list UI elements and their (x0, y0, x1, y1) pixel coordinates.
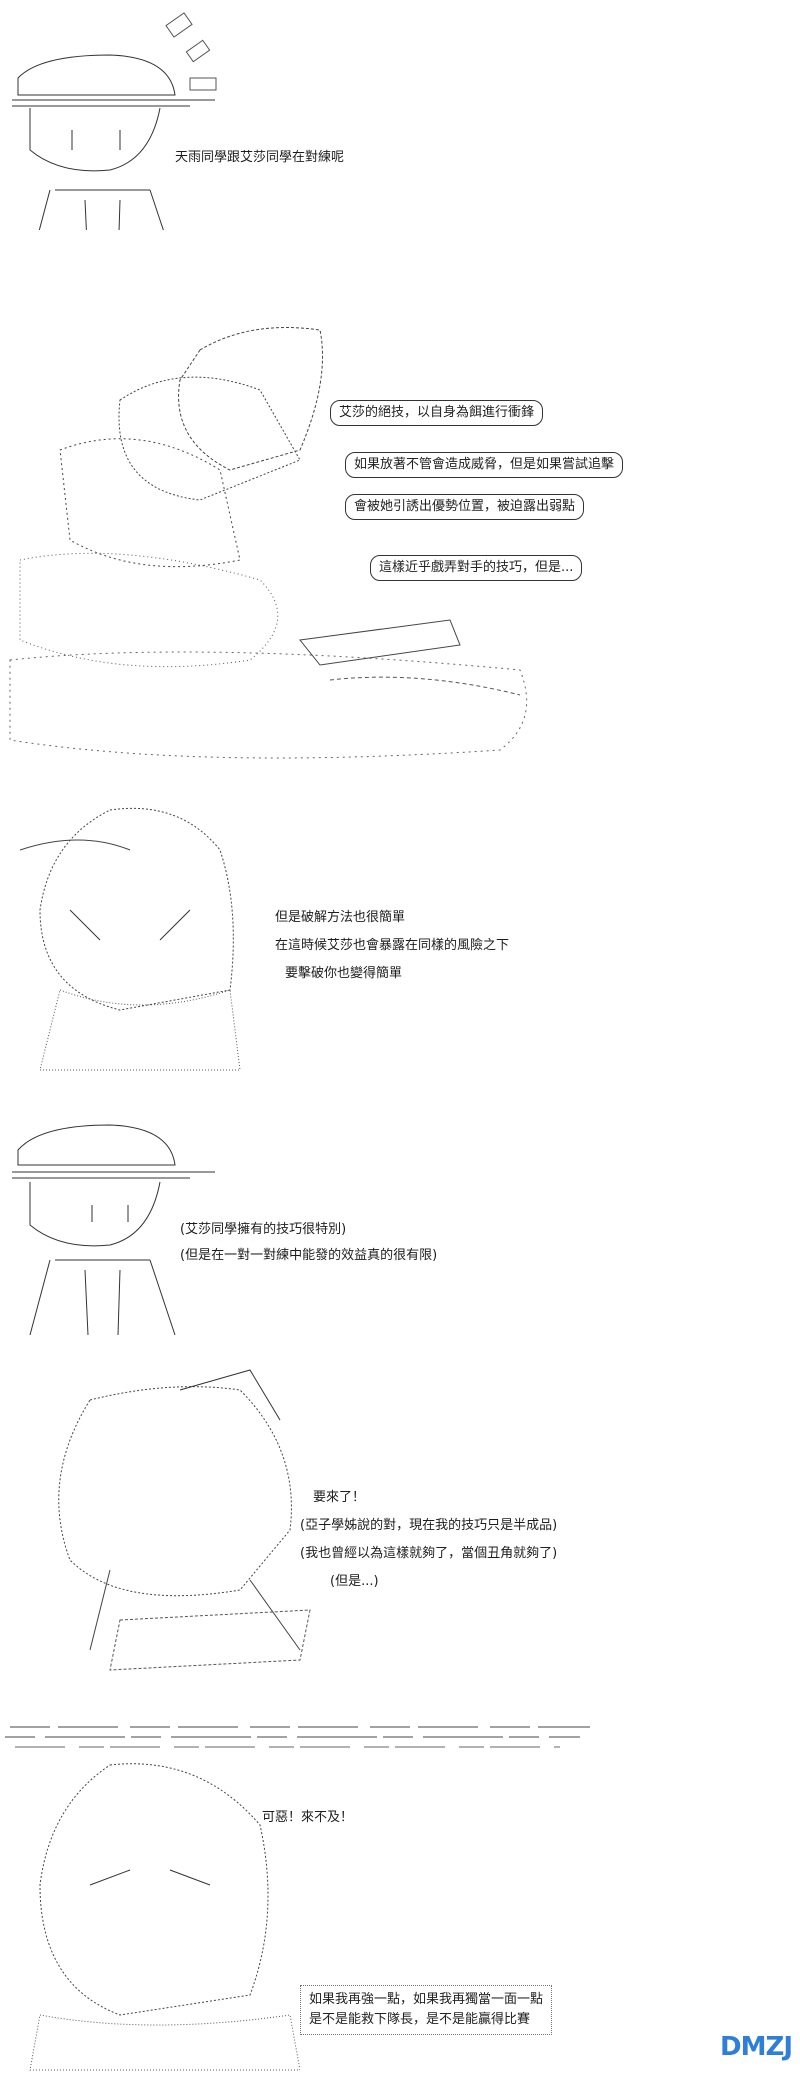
dialogue-line: 可惡！來不及！ (262, 1810, 354, 1825)
dialogue-line: 要來了！ (313, 1490, 366, 1505)
character-art-girl-running (58, 1369, 311, 1671)
panel-1: 天雨同學跟艾莎同學在對練呢 (0, 0, 800, 230)
panel-6: 可惡！來不及！ 如果我再強一點，如果我再獨當一面一點 是不是能救下隊長，是不是能… (0, 1715, 800, 2071)
panel-4: (艾莎同學擁有的技巧很特別) (但是在一對一對練中能發的效益真的很有限) (0, 1110, 800, 1340)
character-art-cap-boy (12, 1124, 215, 1336)
thought-box-line: 是不是能救下隊長，是不是能贏得比賽 (309, 2012, 531, 2027)
thought-line: (艾莎同學擁有的技巧很特別) (180, 1222, 347, 1237)
narration-line: 要擊破你也變得簡單 (285, 966, 403, 981)
panel-5: 要來了！ (亞子學姊說的對，現在我的技巧只是半成品) (我也曾經以為這樣就夠了，… (0, 1360, 800, 1700)
thought-line: (我也曾經以為這樣就夠了，當個丑角就夠了) (300, 1546, 558, 1561)
thought-box-line: 如果我再強一點，如果我再獨當一面一點 (309, 1992, 544, 2007)
speed-lines (5, 1726, 590, 1748)
dialogue-line: 天雨同學跟艾莎同學在對練呢 (175, 150, 345, 165)
thought-box: 如果我再強一點，如果我再獨當一面一點 是不是能救下隊長，是不是能贏得比賽 (300, 1985, 553, 2035)
character-art-girl-closeup (29, 1763, 300, 2071)
character-art-cap-boy (12, 12, 217, 230)
narration-line: 但是破解方法也很簡單 (275, 910, 406, 925)
thought-line: (亞子學姊說的對，現在我的技巧只是半成品) (300, 1518, 558, 1533)
speech-bubble: 這樣近乎戲弄對手的技巧，但是... (370, 555, 583, 581)
character-art-elsa-fighting (9, 327, 528, 759)
panel-3: 但是破解方法也很簡單 在這時候艾莎也會暴露在同樣的風險之下 要擊破你也變得簡單 (0, 790, 800, 1080)
thought-line: (但是...) (330, 1574, 379, 1589)
character-art-elsa-closeup (19, 807, 241, 1071)
speech-bubble: 會被她引誘出優勢位置，被迫露出弱點 (345, 494, 585, 520)
panel-2: 艾莎的絕技，以自身為餌進行衝鋒 如果放著不管會造成威脅，但是如果嘗試追擊 會被她… (0, 300, 800, 770)
narration-line: 在這時候艾莎也會暴露在同樣的風險之下 (275, 938, 510, 953)
watermark-logo: DMZJ (720, 2032, 793, 2062)
speech-bubble: 艾莎的絕技，以自身為餌進行衝鋒 (330, 400, 544, 426)
thought-line: (但是在一對一對練中能發的效益真的很有限) (180, 1248, 438, 1263)
speech-bubble: 如果放著不管會造成威脅，但是如果嘗試追擊 (345, 452, 624, 478)
